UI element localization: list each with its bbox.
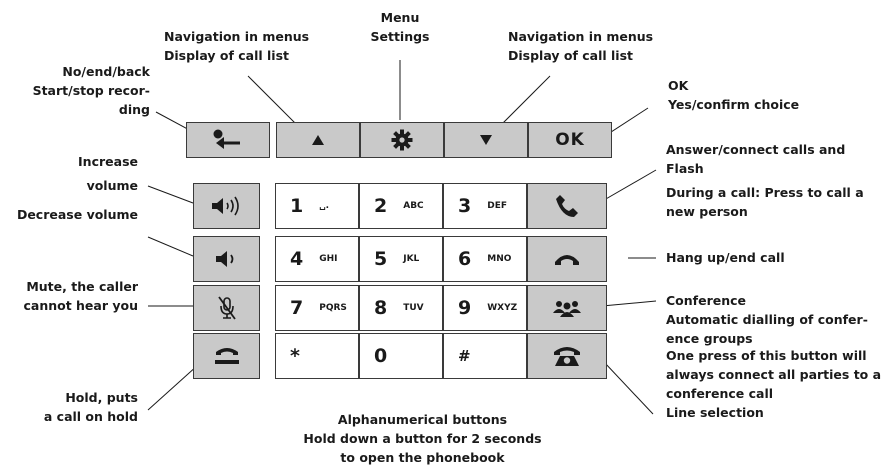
answer-button[interactable]	[527, 183, 607, 229]
label-mute: Mute, the caller cannot hear you	[23, 279, 138, 313]
label-increase-volume: Increase volume	[78, 154, 138, 193]
key-digit: *	[290, 345, 300, 367]
gear-icon	[391, 129, 413, 151]
navigation-up-button[interactable]	[276, 122, 360, 158]
key-digit: 3	[458, 195, 472, 217]
label-back: No/end/back Start/stop recor- ding	[32, 64, 150, 117]
key-2[interactable]: 2 ABC	[359, 183, 443, 229]
ok-button[interactable]: OK	[528, 122, 612, 158]
mute-button[interactable]	[193, 285, 260, 331]
key-hash[interactable]: #	[443, 333, 527, 379]
key-digit: 0	[374, 345, 388, 367]
key-1[interactable]: 1 ␣.	[275, 183, 359, 229]
key-letters: ␣.	[319, 201, 330, 211]
label-ok: OK Yes/confirm choice	[668, 78, 800, 112]
line-selection-icon	[554, 347, 580, 366]
menu-settings-button[interactable]	[360, 122, 444, 158]
key-digit: 7	[290, 297, 304, 319]
key-digit: 2	[374, 195, 388, 217]
leader-nav-left	[247, 75, 301, 129]
key-letters: MNO	[487, 254, 512, 264]
key-6[interactable]: 6 MNO	[443, 236, 527, 282]
key-8[interactable]: 8 TUV	[359, 285, 443, 331]
leader-nav-right	[497, 75, 551, 129]
label-answer-during-call: During a call: Press to call a new perso…	[666, 185, 864, 219]
key-digit: 9	[458, 297, 472, 319]
hold-button[interactable]	[193, 333, 260, 379]
label-line-selection: Line selection	[666, 405, 764, 420]
leader-increase-volume	[147, 185, 194, 204]
key-letters: TUV	[403, 303, 424, 313]
key-letters: WXYZ	[487, 303, 518, 313]
label-alphanumerical: Alphanumerical buttons Hold down a butto…	[303, 412, 542, 465]
line-selection-button[interactable]	[527, 333, 607, 379]
label-hold: Hold, puts a call on hold	[43, 390, 138, 424]
record-back-icon	[213, 129, 240, 149]
key-4[interactable]: 4 GHI	[275, 236, 359, 282]
phone-answer-icon	[556, 195, 578, 217]
arrow-up-icon	[312, 135, 324, 145]
key-letters: JKL	[403, 254, 420, 264]
key-digit: #	[458, 347, 471, 365]
key-7[interactable]: 7 PQRS	[275, 285, 359, 331]
key-star[interactable]: *	[275, 333, 359, 379]
label-answer: Answer/connect calls and Flash	[666, 142, 846, 176]
arrow-down-icon	[480, 135, 492, 145]
key-digit: 6	[458, 248, 472, 270]
hang-up-button[interactable]	[527, 236, 607, 282]
volume-down-icon	[215, 251, 233, 267]
key-digit: 1	[290, 195, 304, 217]
leader-decrease-volume	[147, 236, 194, 257]
hold-icon	[214, 348, 239, 364]
key-digit: 8	[374, 297, 388, 319]
back-record-button[interactable]	[186, 122, 270, 158]
leader-conference	[601, 300, 657, 307]
label-navigation-right: Navigation in menus Display of call list	[508, 29, 654, 63]
navigation-down-button[interactable]	[444, 122, 528, 158]
key-letters: PQRS	[319, 303, 347, 313]
leader-line-selection	[603, 361, 654, 415]
key-0[interactable]: 0	[359, 333, 443, 379]
key-digit: 5	[374, 248, 388, 270]
key-5[interactable]: 5 JKL	[359, 236, 443, 282]
label-hang-up: Hang up/end call	[666, 250, 785, 265]
volume-up-button[interactable]	[193, 183, 260, 229]
volume-down-button[interactable]	[193, 236, 260, 282]
ok-button-label: OK	[555, 130, 585, 150]
key-9[interactable]: 9 WXYZ	[443, 285, 527, 331]
label-menu-settings: Menu Settings	[370, 10, 430, 44]
conference-icon	[553, 301, 581, 317]
label-navigation-left: Navigation in menus Display of call list	[164, 29, 310, 63]
label-conference-note: One press of this button will always con…	[666, 348, 882, 401]
phone-hangup-icon	[555, 255, 579, 265]
label-decrease-volume: Decrease volume	[16, 207, 138, 222]
key-letters: ABC	[403, 201, 424, 211]
key-letters: DEF	[487, 201, 508, 211]
conference-button[interactable]	[527, 285, 607, 331]
volume-up-icon	[211, 196, 239, 216]
mute-mic-icon	[217, 296, 236, 320]
label-conference: Conference Automatic dialling of confer-…	[666, 293, 868, 346]
key-3[interactable]: 3 DEF	[443, 183, 527, 229]
key-letters: GHI	[319, 254, 338, 264]
key-digit: 4	[290, 248, 304, 270]
